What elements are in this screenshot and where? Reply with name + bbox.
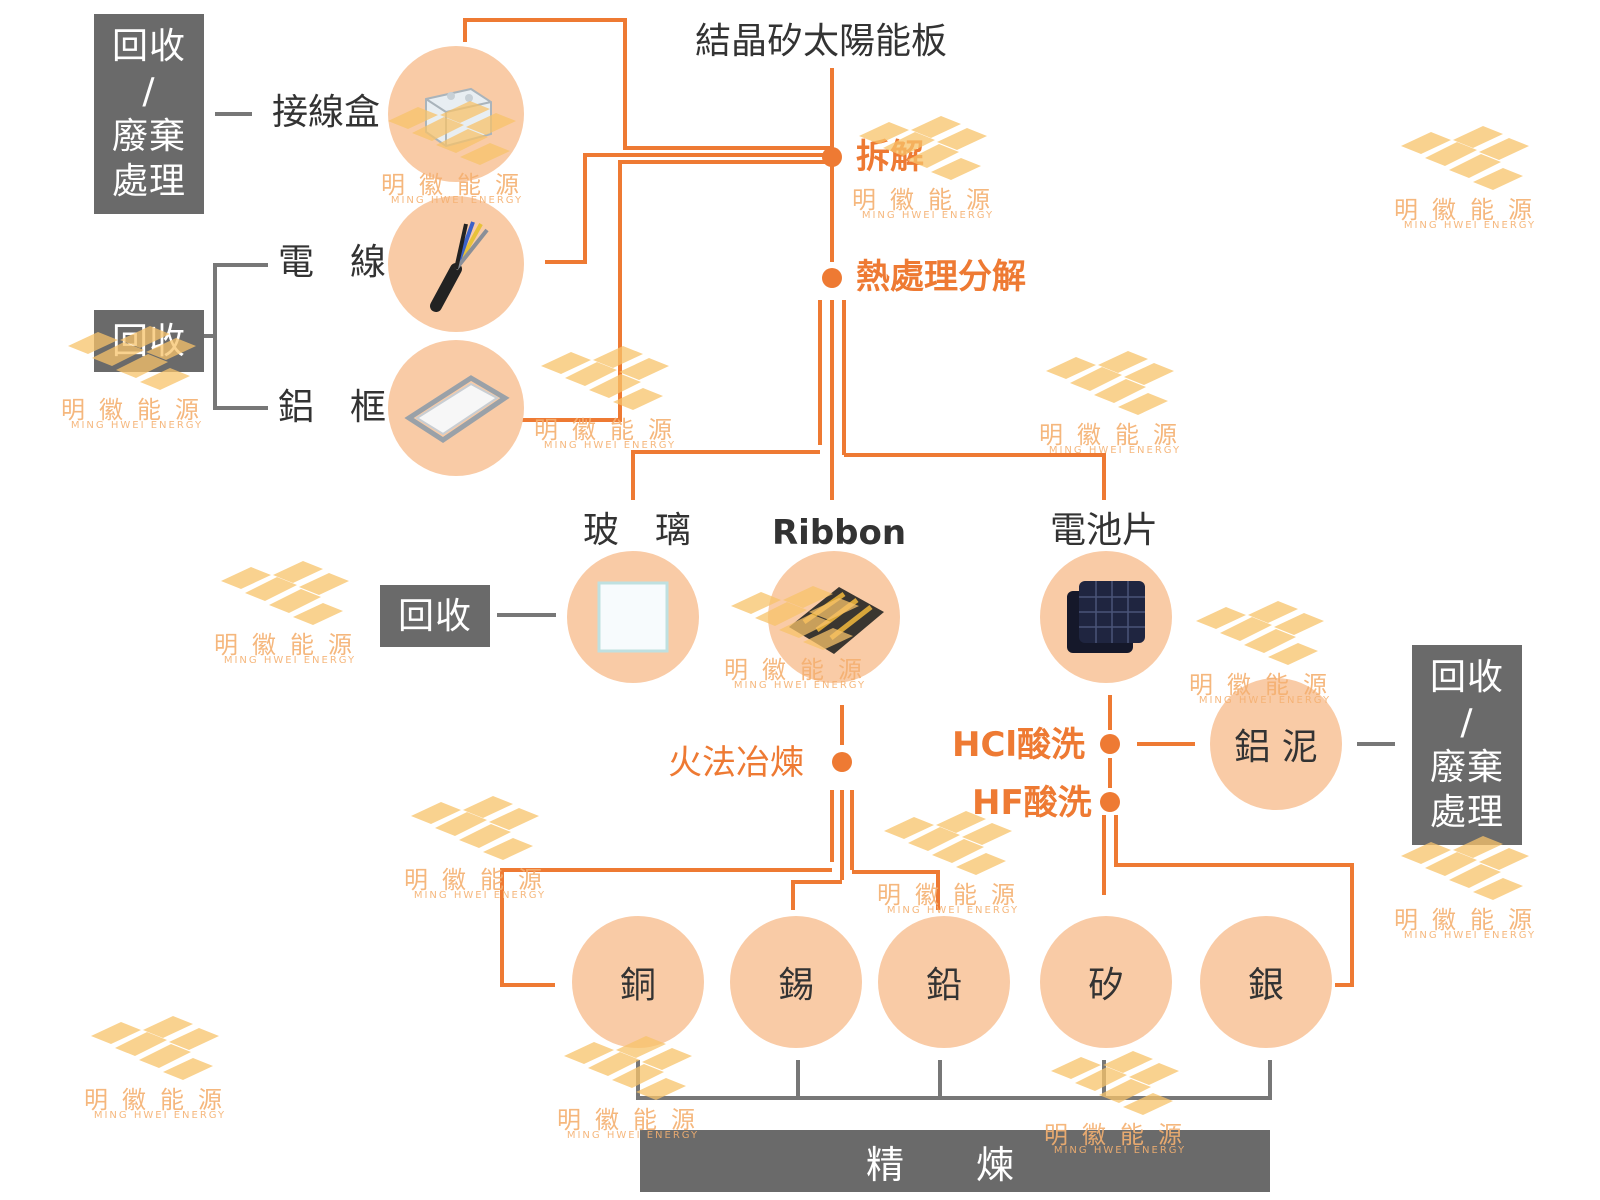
box-line: / bbox=[142, 71, 156, 112]
process-smelting: 火法冶煉 bbox=[668, 743, 804, 783]
box-line: 廢棄 bbox=[111, 116, 186, 157]
label-glass: 玻 璃 bbox=[583, 510, 692, 551]
al-frame-icon bbox=[404, 375, 510, 443]
hf-dot bbox=[1100, 792, 1120, 812]
ribbon-circle bbox=[768, 551, 900, 683]
junction-box-icon bbox=[425, 87, 492, 148]
process-hf: HF酸洗 bbox=[972, 783, 1092, 823]
metal-label: 鉛 bbox=[925, 965, 962, 1006]
recycle-dispose-box-top: 回收 / 廢棄 處理 bbox=[94, 14, 204, 214]
label-ribbon: Ribbon bbox=[772, 513, 907, 553]
smelting-dot bbox=[832, 752, 852, 772]
solar-cell-icon bbox=[1067, 581, 1145, 653]
cell-circle bbox=[1040, 551, 1172, 683]
process-thermal: 熱處理分解 bbox=[856, 257, 1026, 297]
process-dismantle: 拆解 bbox=[856, 137, 924, 177]
metal-circle-lead: 鉛 bbox=[878, 916, 1010, 1048]
recycle-box-glass: 回收 bbox=[380, 585, 490, 647]
metal-circle-copper: 銅 bbox=[572, 916, 704, 1048]
glass-circle bbox=[567, 551, 699, 683]
thermal-dot bbox=[822, 268, 842, 288]
box-line: 處理 bbox=[1429, 792, 1504, 833]
junction-box-circle bbox=[388, 46, 524, 182]
al-frame-circle bbox=[388, 340, 524, 476]
metal-label: 銀 bbox=[1247, 965, 1284, 1006]
al-paste-circle: 鋁 泥 bbox=[1210, 678, 1342, 810]
box-line: 回收 bbox=[111, 26, 186, 67]
hcl-dot bbox=[1100, 734, 1120, 754]
box-line: 廢棄 bbox=[1429, 747, 1504, 788]
process-hcl: HCl酸洗 bbox=[952, 725, 1086, 765]
refining-bar: 精 煉 bbox=[640, 1130, 1270, 1192]
label-cell: 電池片 bbox=[1050, 510, 1159, 551]
recycle-box-left: 回收 bbox=[94, 310, 204, 372]
metal-label: 銅 bbox=[619, 965, 656, 1006]
metal-circle-tin: 錫 bbox=[730, 916, 862, 1048]
metal-circle-silver: 銀 bbox=[1200, 916, 1332, 1048]
dismantle-dot bbox=[822, 147, 842, 167]
box-line: 回收 bbox=[1429, 657, 1504, 698]
cable-icon bbox=[430, 221, 489, 312]
box-line: 處理 bbox=[111, 161, 186, 202]
recycle-dispose-box-right: 回收 / 廢棄 處理 bbox=[1412, 645, 1522, 845]
label-al-paste: 鋁 泥 bbox=[1234, 727, 1318, 768]
label-al-frame: 鋁 框 bbox=[278, 387, 387, 428]
label-junction-box: 接線盒 bbox=[272, 92, 381, 133]
label-cable: 電 線 bbox=[278, 242, 387, 283]
ribbon-icon bbox=[789, 587, 884, 654]
metal-label: 矽 bbox=[1087, 965, 1124, 1006]
box-line: / bbox=[1460, 702, 1474, 743]
cable-circle bbox=[388, 196, 524, 332]
diagram-title: 結晶矽太陽能板 bbox=[695, 21, 948, 62]
glass-icon bbox=[597, 581, 669, 653]
metal-circle-silicon: 矽 bbox=[1040, 916, 1172, 1048]
metal-label: 錫 bbox=[777, 965, 814, 1006]
